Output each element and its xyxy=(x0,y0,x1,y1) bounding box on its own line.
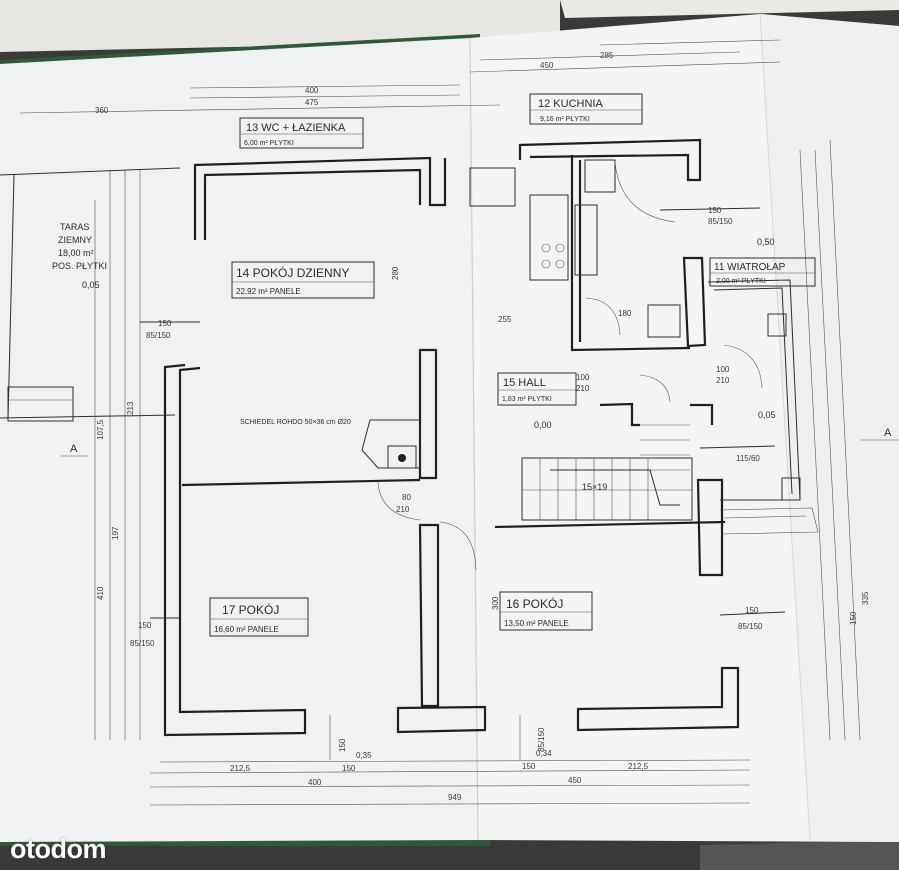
plan-drawing xyxy=(0,39,899,806)
dim-window-85-c: 85/150 xyxy=(738,622,763,631)
dim-right-150: 150 xyxy=(849,611,858,625)
room-wc-name: 13 WC + ŁAZIENKA xyxy=(246,122,346,134)
dim-right-335: 335 xyxy=(861,591,870,605)
level-terrace: 0,05 xyxy=(82,280,100,290)
terrace-line-3: 18,00 m² xyxy=(58,248,94,258)
dim-door-100: 100 xyxy=(716,365,730,374)
right-dimension-lines xyxy=(799,139,861,741)
dim-top-360: 360 xyxy=(95,106,109,115)
dim-bottom-212-a: 212,5 xyxy=(230,764,251,773)
dim-top-475: 475 xyxy=(305,98,319,107)
terrace-line-4: POS. PŁYTKI xyxy=(52,261,107,271)
room-windbreak-name: 11 WIATROŁAP xyxy=(714,262,786,273)
staircase xyxy=(521,424,693,521)
dim-bottom-150-b: 150 xyxy=(522,762,536,771)
dim-bottom-212-b: 212,5 xyxy=(628,762,649,771)
dim-left-410: 410 xyxy=(96,586,105,600)
dim-kitchen-180: 180 xyxy=(618,309,632,318)
chimney-label: SCHIEDEL ROHDO 50×36 cm Ø20 xyxy=(240,419,351,426)
room-17-area: 16,60 m² PANELE xyxy=(214,625,279,634)
room-17-name: 17 POKÓJ xyxy=(222,602,279,617)
exterior-walls xyxy=(163,138,740,737)
dim-window-150-b: 150 xyxy=(138,621,152,630)
terrace xyxy=(0,167,181,422)
dim-hall-210: 210 xyxy=(576,384,590,393)
level-0-00: 0,00 xyxy=(534,420,552,430)
room-label-boxes xyxy=(209,93,816,637)
room-kitchen-name: 12 KUCHNIA xyxy=(538,98,603,110)
window-markers xyxy=(140,207,786,760)
room-windbreak-area: 2,00 m² PŁYTKI xyxy=(716,278,766,285)
annotations: SCHIEDEL ROHDO 50×36 cm Ø20 15×19 0,00 0… xyxy=(70,237,892,492)
dim-top-450: 450 xyxy=(540,61,554,70)
bottom-dimension-lines xyxy=(149,759,751,806)
dim-top-400: 400 xyxy=(305,86,319,95)
dim-door-115: 115/60 xyxy=(736,454,760,463)
dim-window-150-c: 150 xyxy=(745,606,759,615)
room-wc-area: 6,00 m² PŁYTKI xyxy=(244,140,294,147)
section-markers xyxy=(60,439,899,457)
room-16-name: 16 POKÓJ xyxy=(506,596,563,611)
dim-window-150-a: 150 xyxy=(158,319,172,328)
room-labels: 13 WC + ŁAZIENKA 6,00 m² PŁYTKI 12 KUCHN… xyxy=(52,98,786,634)
dim-window-85-a: 85/150 xyxy=(146,331,171,340)
dim-h-034: 0,34 xyxy=(536,749,552,758)
windbreak-porch xyxy=(707,279,819,535)
dim-door-210b: 210 xyxy=(716,376,730,385)
paper-right-fold xyxy=(760,14,899,842)
dimension-labels: 949 400 450 212,5 212,5 150 150 400 475 … xyxy=(95,51,870,802)
paper-left xyxy=(0,38,478,842)
table-edge xyxy=(700,840,899,870)
terrace-line-2: ZIEMNY xyxy=(58,235,92,245)
room-hall-name: 15 HALL xyxy=(503,377,546,389)
background-sheet xyxy=(560,0,899,18)
dim-h-035: 0,35 xyxy=(356,751,372,760)
stairs-label: 15×19 xyxy=(582,482,607,492)
dim-h-150: 150 xyxy=(338,738,347,752)
dim-door-210: 210 xyxy=(396,505,410,514)
dim-bottom-150-a: 150 xyxy=(342,764,356,773)
dim-window-150-d: 150 xyxy=(708,206,722,215)
level-0-50: 0,50 xyxy=(757,237,775,247)
left-dimension-lines xyxy=(94,170,141,740)
dim-top-285: 285 xyxy=(600,51,614,60)
dim-left-213: 213 xyxy=(126,401,135,415)
dim-left-197: 197 xyxy=(111,526,120,540)
dim-room16-300: 300 xyxy=(491,596,500,610)
room-hall-area: 1,83 m² PŁYTKI xyxy=(502,396,552,403)
dim-bottom-left: 400 xyxy=(308,778,322,787)
dim-window-85-b: 85/150 xyxy=(130,639,155,648)
dim-living-280: 280 xyxy=(391,266,400,280)
dim-bottom-right: 450 xyxy=(568,776,582,785)
section-a-right: A xyxy=(884,427,892,439)
dim-kitchen-255: 255 xyxy=(498,315,512,324)
terrace-line-1: TARAS xyxy=(60,222,89,232)
top-dimension-lines xyxy=(19,39,781,114)
dim-hall-100: 100 xyxy=(576,373,590,382)
dim-bottom-total: 949 xyxy=(448,793,462,802)
room-16-area: 13,50 m² PANELE xyxy=(504,619,569,628)
door-swings xyxy=(377,344,763,571)
level-porch: 0,05 xyxy=(758,410,776,420)
dim-h-85-150: 85/150 xyxy=(537,727,546,752)
room-living-area: 22,92 m² PANELE xyxy=(236,287,301,296)
dim-door-80: 80 xyxy=(402,493,411,502)
room-kitchen-area: 9,16 m² PŁYTKI xyxy=(540,116,590,123)
otodom-watermark: otodom xyxy=(10,834,106,864)
section-a-left: A xyxy=(70,443,78,455)
dim-left-107: 107,5 xyxy=(96,419,105,440)
kitchen-fixtures xyxy=(469,159,681,338)
chimney xyxy=(361,419,421,469)
dim-window-85-d: 85/150 xyxy=(708,217,733,226)
room-living-name: 14 POKÓJ DZIENNY xyxy=(236,265,349,280)
